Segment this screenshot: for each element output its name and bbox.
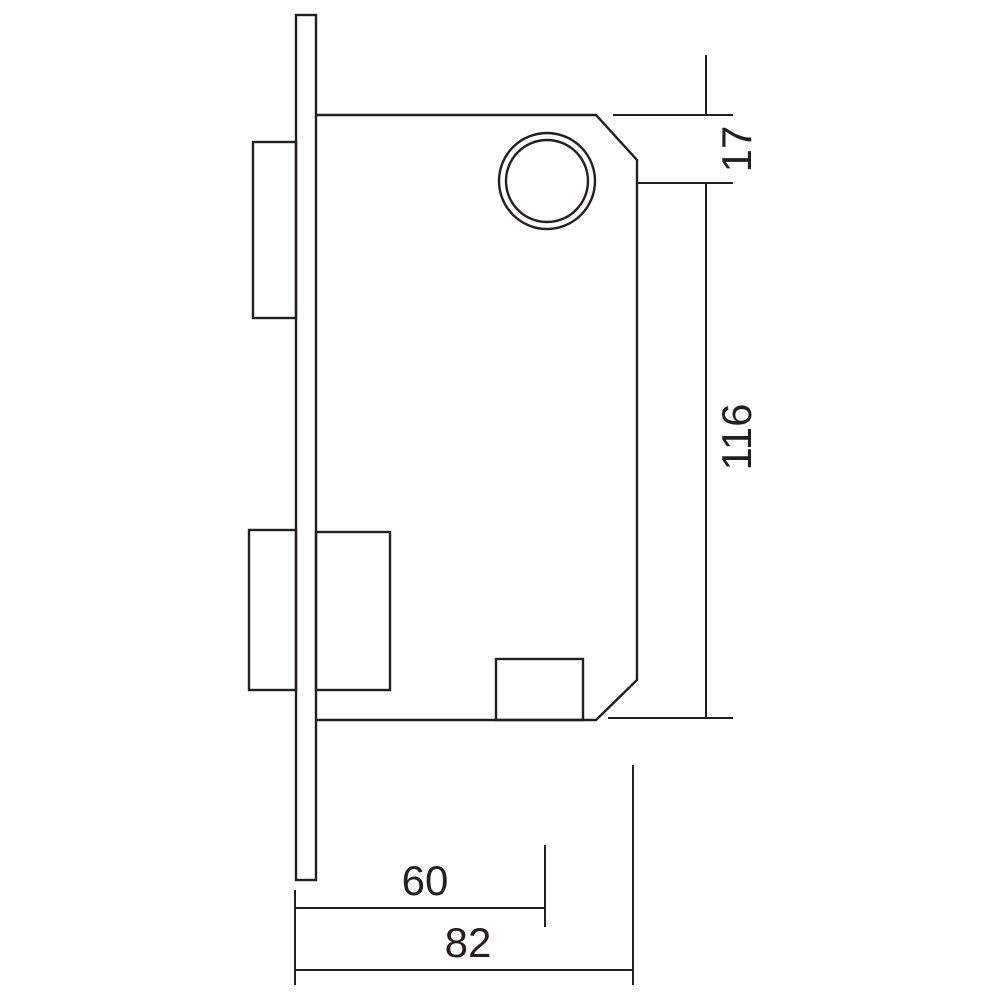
faceplate — [294, 13, 318, 882]
dim-label-17: 17 — [713, 126, 760, 173]
dim-label-82: 82 — [445, 919, 492, 966]
follower-hub-outer — [497, 131, 597, 231]
latch-bolt — [251, 140, 298, 320]
bottom-block — [494, 657, 585, 722]
follower-hub-inner — [504, 138, 590, 224]
dim-label-60: 60 — [402, 857, 449, 904]
deadbolt-outer — [247, 528, 298, 692]
dim-label-116: 116 — [713, 404, 760, 471]
deadbolt-inner — [314, 530, 392, 692]
